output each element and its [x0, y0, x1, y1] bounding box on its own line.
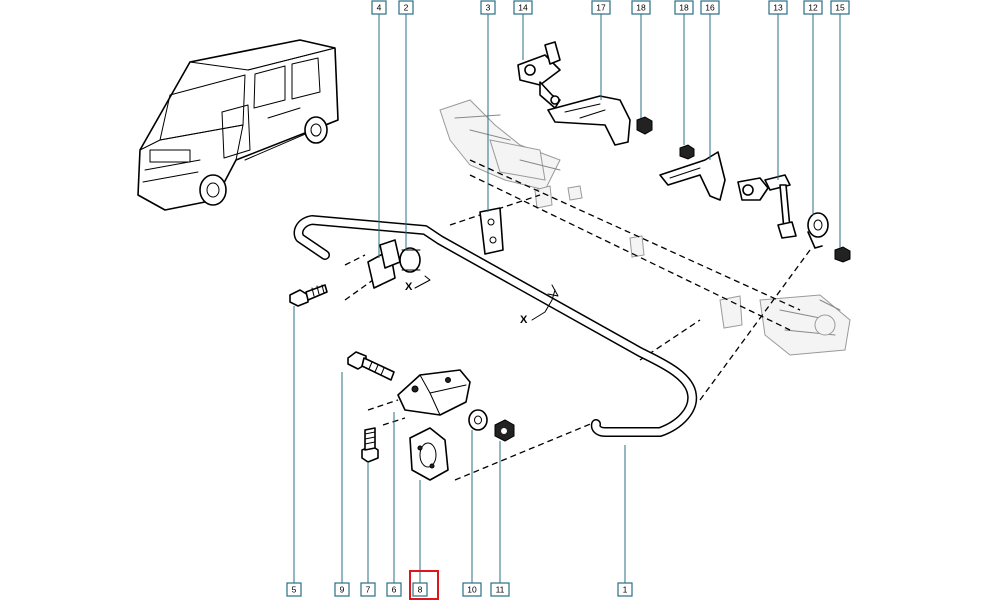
svg-text:17: 17	[596, 2, 606, 12]
svg-text:4: 4	[377, 2, 382, 12]
callout-2[interactable]: 2	[398, 0, 414, 15]
svg-text:11: 11	[496, 584, 505, 594]
svg-text:15: 15	[835, 2, 845, 12]
callout-3[interactable]: 3	[480, 0, 496, 15]
callout-5[interactable]: 5	[286, 582, 302, 597]
callout-9[interactable]: 9	[334, 582, 350, 597]
callout-18b[interactable]: 18	[674, 0, 694, 15]
callout-16[interactable]: 16	[700, 0, 720, 15]
callout-6[interactable]: 6	[386, 582, 402, 597]
clamp-bracket-6	[397, 369, 471, 416]
bolt-9	[347, 351, 395, 381]
callout-11[interactable]: 11	[490, 582, 510, 597]
svg-text:X: X	[405, 281, 413, 293]
svg-text:14: 14	[518, 2, 528, 12]
callout-14[interactable]: 14	[513, 0, 533, 15]
svg-text:2: 2	[404, 2, 409, 12]
washer-10	[468, 409, 488, 431]
callout-18a[interactable]: 18	[631, 0, 651, 15]
callout-8[interactable]: 8	[412, 582, 428, 597]
anti-roll-bar	[293, 215, 698, 437]
bar-bush-bracket-left: X	[367, 239, 431, 293]
bolt-7	[361, 427, 379, 463]
callout-17[interactable]: 17	[591, 0, 611, 15]
callout-7[interactable]: 7	[360, 582, 376, 597]
svg-text:12: 12	[808, 2, 818, 12]
svg-text:16: 16	[705, 2, 715, 12]
section-marker-x: X	[520, 284, 559, 326]
callout-12[interactable]: 12	[803, 0, 823, 15]
svg-text:7: 7	[366, 584, 371, 594]
leader-lines	[293, 14, 841, 583]
mounting-bracket-3	[479, 207, 504, 255]
van-illustration	[137, 39, 339, 211]
svg-text:1: 1	[623, 584, 628, 594]
svg-text:9: 9	[340, 584, 345, 594]
svg-text:X: X	[520, 314, 528, 326]
svg-text:18: 18	[636, 2, 646, 12]
svg-text:5: 5	[292, 584, 297, 594]
svg-text:6: 6	[392, 584, 397, 594]
bush-8	[409, 427, 449, 481]
svg-text:18: 18	[679, 2, 689, 12]
callout-1[interactable]: 1	[617, 582, 633, 597]
height-sensor-assembly-upper	[517, 41, 653, 146]
svg-text:8: 8	[418, 584, 423, 594]
callout-15[interactable]: 15	[830, 0, 850, 15]
callout-10[interactable]: 10	[462, 582, 482, 597]
svg-text:3: 3	[486, 2, 491, 12]
bolt-5	[289, 284, 328, 307]
height-sensor-assembly-lower	[659, 144, 851, 263]
callout-13[interactable]: 13	[768, 0, 788, 15]
svg-text:10: 10	[467, 584, 477, 594]
svg-text:13: 13	[773, 2, 783, 12]
rear-axle-ghost	[439, 99, 851, 356]
callout-4[interactable]: 4	[371, 0, 387, 15]
selected-callout-highlight	[409, 570, 439, 600]
nut-11	[494, 419, 515, 442]
